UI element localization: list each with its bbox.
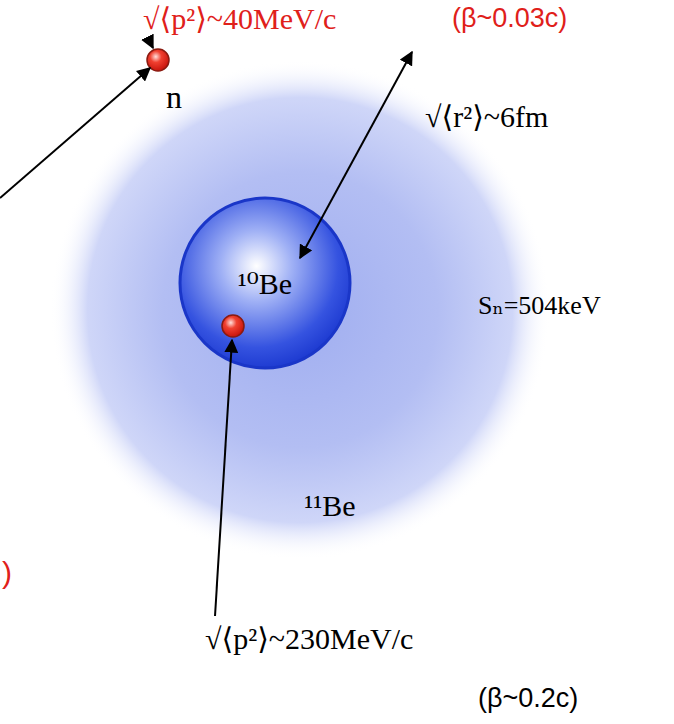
leader-arrow xyxy=(0,68,150,198)
leader-arrow xyxy=(215,340,232,616)
halo-cloud xyxy=(50,60,550,560)
radius-arrow xyxy=(300,52,412,258)
cut-label: ) xyxy=(2,556,12,589)
halo-neutron xyxy=(147,49,169,71)
separation-energy: Sₙ=504keV xyxy=(478,292,601,321)
leader-arrow xyxy=(148,38,153,48)
neutron-label: n xyxy=(166,80,182,115)
radius-label: √⟨r²⟩~6fm xyxy=(425,100,548,133)
core-neutron xyxy=(222,315,244,337)
core-nucleus: ¹⁰Be xyxy=(180,198,350,368)
nucleus-label: ¹⁰Be xyxy=(238,267,292,300)
core-sphere xyxy=(180,198,350,368)
velocity-label: (β~0.03c) xyxy=(452,4,567,34)
nucleus-label: ¹¹Be xyxy=(304,489,355,522)
momentum-label: √⟨p²⟩~40MeV/c xyxy=(143,2,336,35)
velocity-label: (β~0.2c) xyxy=(478,684,578,714)
momentum-label: √⟨p²⟩~230MeV/c xyxy=(205,622,413,655)
halo-nucleus: ¹¹Be ¹⁰Be xyxy=(50,60,550,560)
